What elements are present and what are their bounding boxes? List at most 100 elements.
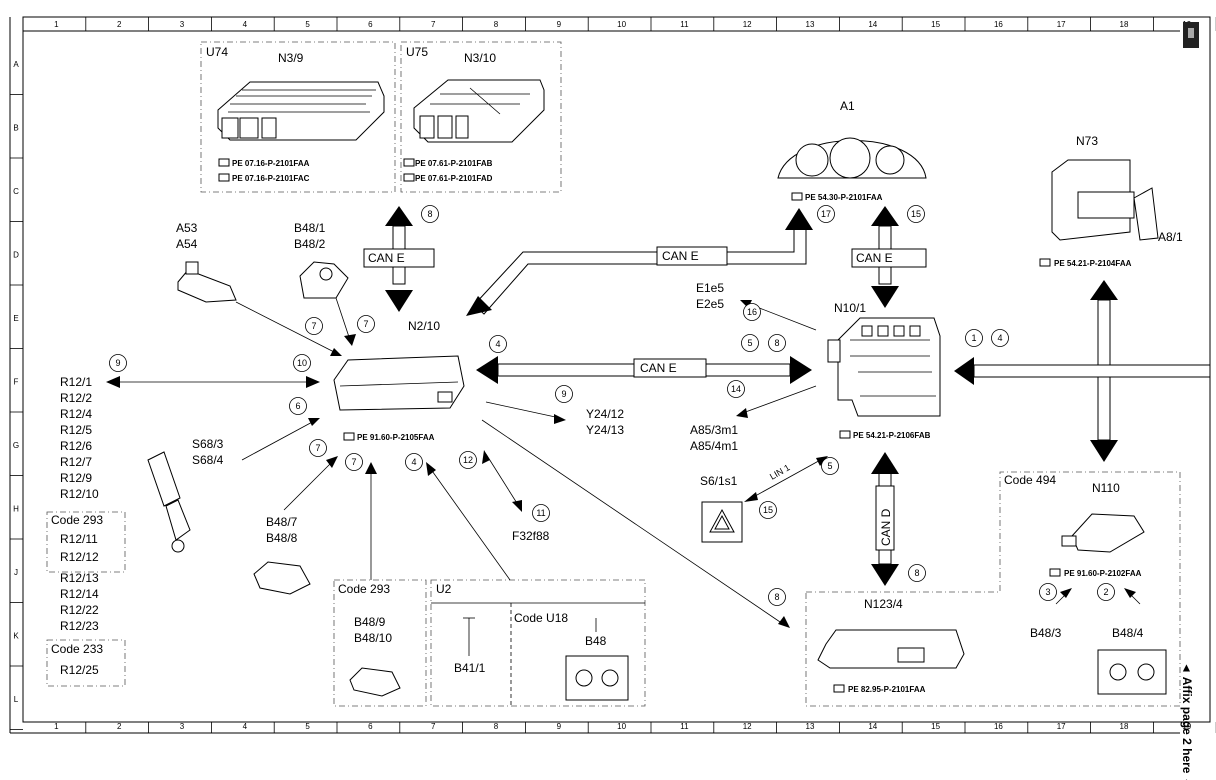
s68-label-2: S68/4 xyxy=(192,453,224,467)
connector-number-circle xyxy=(965,329,983,347)
code293-r12-item-2: R12/12 xyxy=(60,550,99,564)
hand-pointer-icon xyxy=(833,684,845,693)
connector-number-circle xyxy=(555,385,573,403)
connector-number-circle xyxy=(421,205,439,223)
grid-column-label: 9 xyxy=(557,20,562,29)
sensor-b48-9-drawing xyxy=(349,667,401,697)
connector-number: 4 xyxy=(411,457,416,467)
connector-number-circle xyxy=(743,303,761,321)
b48-7-label-1: B48/7 xyxy=(266,515,298,529)
grid-column-label: 12 xyxy=(743,722,752,731)
code293-r12-box xyxy=(46,511,126,573)
u2-id: U2 xyxy=(436,582,452,596)
connector-number-circle xyxy=(459,451,477,469)
y24-label-2: Y24/13 xyxy=(586,423,624,437)
can-e-label-2: CAN E xyxy=(662,249,699,263)
connector-number: 6 xyxy=(295,401,300,411)
connector-number-circle xyxy=(305,317,323,335)
u75-box xyxy=(400,41,562,193)
b48-4-label: B48/4 xyxy=(1112,626,1144,640)
code293-r12-title: Code 293 xyxy=(51,513,103,527)
u74-box xyxy=(200,41,396,193)
connector-number: 3 xyxy=(1045,587,1050,597)
u74-id: U74 xyxy=(206,45,228,59)
n73-label: N73 xyxy=(1076,134,1098,148)
grid-column-label: 1 xyxy=(54,20,59,29)
connector-number: 8 xyxy=(774,592,779,602)
code233-title: Code 233 xyxy=(51,642,103,656)
grid-row-label: G xyxy=(13,441,19,450)
n123-code494-box xyxy=(805,471,1181,707)
grid-column-label: 19 xyxy=(1182,722,1191,731)
can-e-label-3: CAN E xyxy=(856,251,893,265)
connector-number: 17 xyxy=(821,209,831,219)
grid-column-label: 2 xyxy=(117,722,122,731)
grid-column-label: 6 xyxy=(368,722,373,731)
a53-label-2: A54 xyxy=(176,237,198,251)
connector-number: 16 xyxy=(747,307,757,317)
a85-label-2: A85/4m1 xyxy=(690,439,738,453)
u74-part: N3/9 xyxy=(278,51,304,65)
side-note: ◄ Affix page 2 here ◄ xyxy=(1180,662,1194,780)
r12-item: R12/7 xyxy=(60,455,92,469)
grid-column-label: 12 xyxy=(743,20,752,29)
grid-column-label: 1 xyxy=(54,722,59,731)
connector-number-circle xyxy=(768,588,786,606)
r12-item: R12/23 xyxy=(60,619,99,633)
seat-belt-buckle-drawing xyxy=(147,451,191,553)
connector-number-circle xyxy=(821,457,839,475)
grid-column-label: 7 xyxy=(431,20,436,29)
connector-number: 15 xyxy=(911,209,921,219)
connector-number-circle xyxy=(489,335,507,353)
grid-row-label: C xyxy=(13,187,19,196)
connector-number: 1 xyxy=(971,333,976,343)
n110-label: N110 xyxy=(1092,481,1120,495)
grid-row-label: D xyxy=(13,250,19,259)
r12-item: R12/13 xyxy=(60,571,99,585)
connector-number: 8 xyxy=(914,568,919,578)
grid-column-label: 17 xyxy=(1057,20,1066,29)
r12-item: R12/5 xyxy=(60,423,92,437)
grid-column-label: 10 xyxy=(617,722,626,731)
connector-number: 7 xyxy=(351,457,356,467)
a85-label-1: A85/3m1 xyxy=(690,423,738,437)
connector-number-circle xyxy=(1039,583,1057,601)
connector-number: 7 xyxy=(311,321,316,331)
code293-b48-box xyxy=(333,579,427,707)
code293-r12-item-1: R12/11 xyxy=(60,532,98,546)
grid-row-label: B xyxy=(13,123,18,132)
connector-number-circle xyxy=(289,397,307,415)
grid-column-label: 17 xyxy=(1057,722,1066,731)
e1e5-label-1: E1e5 xyxy=(696,281,724,295)
connector-number: 9 xyxy=(115,358,120,368)
connector-number: 7 xyxy=(363,319,368,329)
can-e-bus-u74: CAN E xyxy=(363,206,435,312)
u2-right: B48 xyxy=(585,634,607,648)
connector-number: 12 xyxy=(463,455,473,465)
code293-b48-title: Code 293 xyxy=(338,582,390,596)
u74-ref-1: PE 07.16-P-2101FAA xyxy=(232,159,310,168)
connector-number: 8 xyxy=(427,209,432,219)
connector-number: 2 xyxy=(1103,587,1108,597)
grid-column-label: 14 xyxy=(868,722,877,731)
grid-column-label: 6 xyxy=(368,20,373,29)
code293-b48-item-2: B48/10 xyxy=(354,631,392,645)
can-e-label-1: CAN E xyxy=(368,251,405,265)
can-e-bus-horizontal: CAN E xyxy=(476,356,812,384)
grid-column-label: 7 xyxy=(431,722,436,731)
u2-box xyxy=(430,579,646,707)
sensor-b48-7-drawing xyxy=(253,561,311,595)
connector-number-circle xyxy=(768,334,786,352)
telematics-module-drawing xyxy=(817,629,965,669)
connector-number-circle xyxy=(293,354,311,372)
connector-number-circle xyxy=(532,504,550,522)
sensor-b48-4-drawing xyxy=(1097,649,1167,695)
connector-number: 4 xyxy=(495,339,500,349)
grid-column-label: 16 xyxy=(994,722,1003,731)
a1-ref: PE 54.30-P-2101FAA xyxy=(805,193,883,202)
grid-row-label: F xyxy=(14,377,19,386)
ignition-switch-drawing xyxy=(1051,159,1159,241)
y24-label-1: Y24/12 xyxy=(586,407,624,421)
connector-number-circle xyxy=(727,380,745,398)
